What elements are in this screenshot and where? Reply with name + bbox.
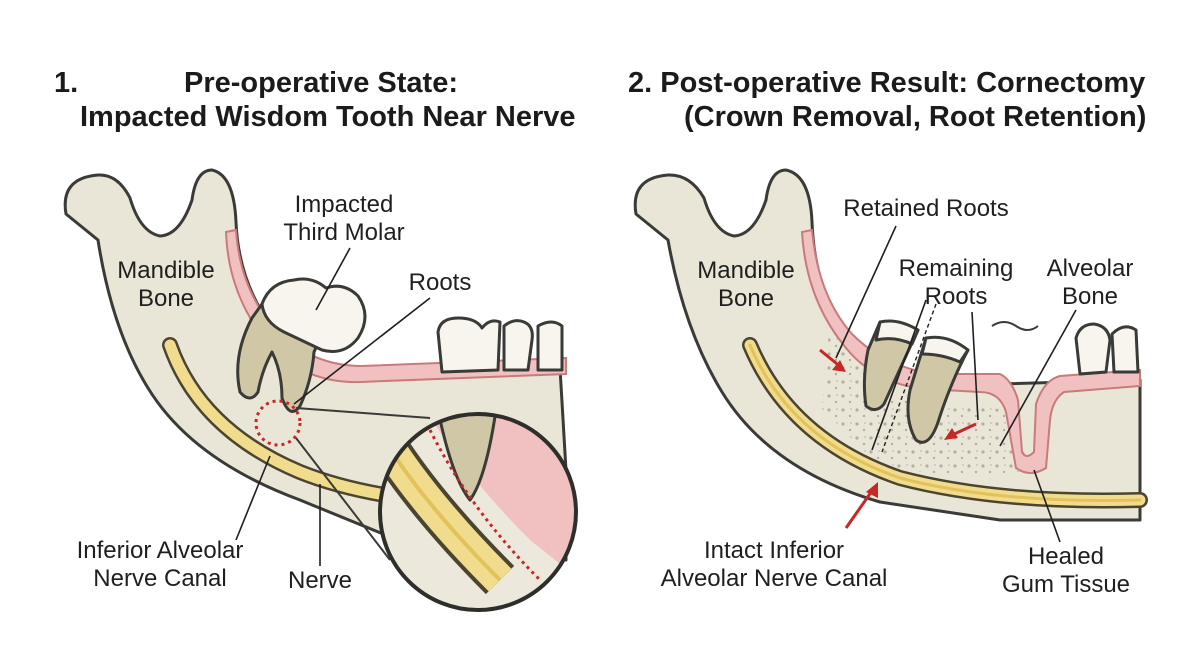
right-retained-root-2	[906, 336, 970, 444]
arrow-retained-head	[832, 360, 846, 372]
arrow-canal-head	[866, 482, 878, 498]
label-impacted-line1: Impacted	[295, 191, 394, 218]
right-cut-root-top-2	[920, 335, 970, 364]
left-molar-2	[502, 319, 534, 372]
leader-remaining	[971, 311, 979, 421]
label-alveolar-line1: Alveolar	[1047, 255, 1134, 282]
label-remaining-line2: Roots	[925, 283, 988, 310]
left-nerve	[164, 339, 426, 506]
left-molar-1	[436, 316, 502, 374]
label-retained-roots: Retained Roots	[843, 195, 1008, 222]
label-canal-line1: Inferior Alveolar	[77, 537, 244, 564]
label-remaining-line1: Remaining	[899, 255, 1014, 282]
label-impacted-line2: Third Molar	[283, 219, 404, 246]
leader-roots	[293, 297, 431, 405]
leader-retained	[835, 225, 897, 359]
right-cut-root-top-1	[874, 319, 920, 346]
magnifier	[378, 412, 578, 612]
arrow-remaining-head	[944, 428, 958, 440]
arrow-canal	[844, 487, 876, 529]
right-alveolar-bone-region	[822, 320, 1030, 475]
label-intact-line2: Alveolar Nerve Canal	[661, 565, 888, 592]
left-impacted-crown	[260, 277, 367, 353]
leader-alveolar	[999, 309, 1077, 447]
magnifier-line-bottom	[295, 437, 391, 561]
gum-healing-mark	[991, 321, 1039, 331]
left-title-line2: Impacted Wisdom Tooth Near Nerve	[80, 101, 576, 133]
label-healed-line1: Healed	[1028, 543, 1104, 570]
magnifier-line-top	[295, 407, 431, 419]
leader-healed	[1033, 469, 1061, 543]
label-roots: Roots	[409, 269, 472, 296]
right-nerve-core	[748, 343, 1142, 503]
right-panel: 2. Post-operative Result: Cornectomy (Cr…	[628, 67, 1148, 598]
right-title-line2: (Crown Removal, Root Retention)	[684, 101, 1146, 133]
right-title-line1: 2. Post-operative Result: Cornectomy	[628, 67, 1145, 99]
left-risk-circle	[254, 399, 302, 447]
label-intact-line1: Intact Inferior	[704, 537, 844, 564]
label-alveolar-line2: Bone	[1062, 283, 1118, 310]
left-title-line1: Pre-operative State:	[184, 67, 458, 99]
label-nerve: Nerve	[288, 567, 352, 594]
label-right-mandible-line2: Bone	[718, 285, 774, 312]
cut-line-2	[881, 303, 937, 453]
cut-line-1	[871, 299, 927, 451]
right-molar-2	[1110, 325, 1140, 374]
label-canal-line2: Nerve Canal	[93, 565, 226, 592]
label-mandible-line1: Mandible	[117, 257, 214, 284]
leader-impacted	[315, 247, 351, 311]
left-title-number: 1.	[54, 67, 78, 99]
left-panel: 1. Pre-operative State: Impacted Wisdom …	[54, 67, 578, 612]
label-mandible-line2: Bone	[138, 285, 194, 312]
label-right-mandible-line1: Mandible	[697, 257, 794, 284]
label-healed-line2: Gum Tissue	[1002, 571, 1130, 598]
magnified-root	[436, 414, 498, 502]
leader-canal	[235, 455, 271, 541]
right-molar-1	[1074, 322, 1112, 376]
left-molar-3	[536, 320, 564, 372]
